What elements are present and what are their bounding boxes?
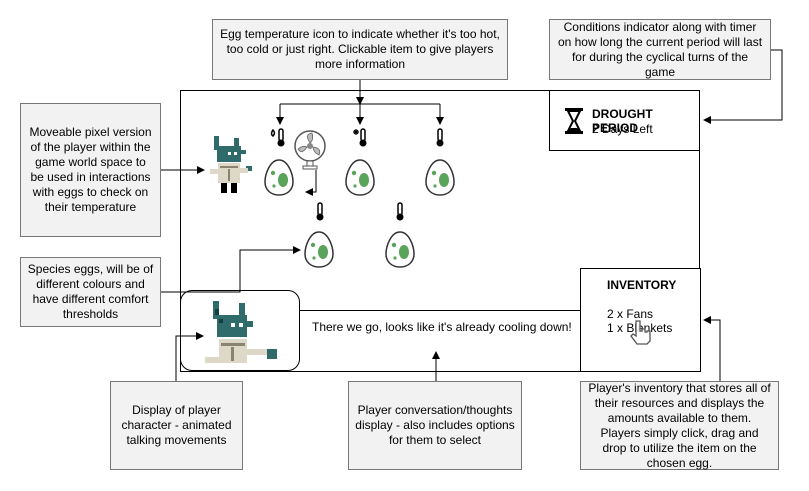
player-portrait xyxy=(180,290,300,371)
thermometer-icon-ok[interactable] xyxy=(314,202,326,222)
temperature-icon-note: Egg temperature icon to indicate whether… xyxy=(212,19,508,80)
thermometer-icon-ok[interactable] xyxy=(394,202,406,222)
fan-icon[interactable] xyxy=(292,130,328,170)
inventory-note: Player's inventory that stores all of th… xyxy=(580,381,779,470)
thermometer-icon-hot[interactable] xyxy=(270,128,288,148)
dialogue-note: Player conversation/thoughts display - a… xyxy=(348,381,522,470)
species-egg[interactable] xyxy=(264,158,294,196)
player-sprite-note: Moveable pixel version of the player wit… xyxy=(20,103,161,237)
inventory-panel[interactable]: INVENTORY 2 x Fans 1 x Blankets xyxy=(580,268,701,372)
player-portrait-sprite xyxy=(205,301,277,363)
player-sprite[interactable] xyxy=(208,136,256,204)
conditions-indicator[interactable]: DROUGHT PERIOD 2 Days Left xyxy=(549,90,700,151)
hand-cursor-icon xyxy=(630,320,651,345)
species-egg[interactable] xyxy=(304,230,334,268)
conditions-note: Conditions indicator along with timer on… xyxy=(549,19,771,80)
inventory-item-fans[interactable]: 2 x Fans xyxy=(607,307,654,321)
dialogue-text[interactable]: There we go, looks like it's already coo… xyxy=(312,320,572,334)
thermometer-icon-cold[interactable] xyxy=(352,128,370,148)
species-egg[interactable] xyxy=(425,158,455,196)
conditions-timer: 2 Days Left xyxy=(592,122,653,136)
species-egg[interactable] xyxy=(345,158,375,196)
thermometer-icon-ok[interactable] xyxy=(434,128,446,148)
portrait-note: Display of player character - animated t… xyxy=(110,381,243,470)
species-egg[interactable] xyxy=(385,230,415,268)
dialogue-divider xyxy=(300,310,582,311)
species-eggs-note: Species eggs, will be of different colou… xyxy=(20,257,161,327)
inventory-title: INVENTORY xyxy=(607,278,677,292)
conditions-title: DROUGHT PERIOD xyxy=(592,107,653,135)
hourglass-icon xyxy=(565,108,583,134)
